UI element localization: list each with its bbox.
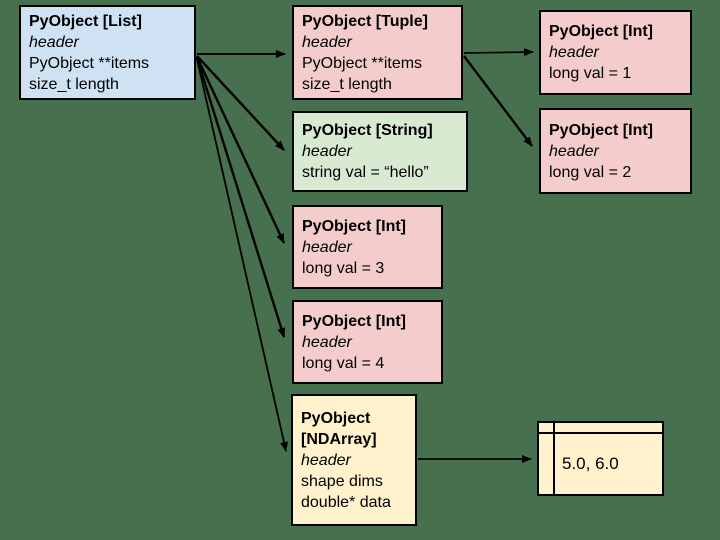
edge-list-to-string bbox=[196, 55, 285, 151]
node-title: PyObject [List] bbox=[29, 12, 142, 30]
edge-tuple-to-int2 bbox=[463, 55, 533, 147]
node-pyobject-int-3: PyObject [Int] header long val = 3 bbox=[292, 205, 443, 289]
edge-list-to-int4 bbox=[195, 57, 286, 338]
node-field-length: size_t length bbox=[302, 75, 392, 93]
edge-tuple-to-int1 bbox=[463, 48, 534, 57]
node-header-field: header bbox=[302, 333, 352, 351]
node-header-field: header bbox=[549, 44, 599, 61]
node-field-val: string val = “hello” bbox=[302, 164, 429, 181]
node-field-val: long val = 3 bbox=[302, 259, 385, 277]
node-header-field: header bbox=[302, 143, 352, 160]
node-title: PyObject [Int] bbox=[302, 217, 407, 235]
edge-list-to-ndarray bbox=[196, 58, 288, 452]
node-field-shape: shape dims bbox=[301, 472, 383, 490]
node-pyobject-int-2: PyObject [Int] header long val = 2 bbox=[539, 108, 692, 194]
node-header-field: header bbox=[29, 33, 79, 51]
node-header-field: header bbox=[301, 451, 351, 469]
node-title: PyObject [String] bbox=[302, 122, 433, 139]
node-array-data-cell: 5.0, 6.0 bbox=[537, 421, 664, 496]
node-pyobject-int-4: PyObject [Int] header long val = 4 bbox=[292, 300, 443, 384]
node-field-data: double* data bbox=[301, 493, 391, 511]
node-title: PyObject [Int] bbox=[549, 23, 654, 40]
node-pyobject-string: PyObject [String] header string val = “h… bbox=[292, 111, 468, 192]
node-title: PyObject [NDArray] bbox=[301, 409, 377, 448]
node-pyobject-int-1: PyObject [Int] header long val = 1 bbox=[539, 10, 692, 95]
edge-list-to-int3 bbox=[195, 56, 286, 244]
node-pyobject-list: PyObject [List] header PyObject **items … bbox=[19, 5, 196, 100]
node-title: PyObject [Int] bbox=[302, 312, 407, 330]
node-header-field: header bbox=[302, 33, 352, 51]
node-field-val: long val = 2 bbox=[549, 163, 632, 181]
node-title: PyObject [Int] bbox=[549, 121, 654, 139]
node-field-items: PyObject **items bbox=[29, 54, 150, 72]
node-field-length: size_t length bbox=[29, 75, 119, 93]
node-field-val: long val = 1 bbox=[549, 65, 632, 82]
node-field-items: PyObject **items bbox=[302, 54, 423, 72]
node-pyobject-ndarray: PyObject [NDArray] header shape dims dou… bbox=[291, 394, 417, 526]
node-field-val: long val = 4 bbox=[302, 354, 385, 372]
array-data-values: 5.0, 6.0 bbox=[562, 454, 619, 473]
cell-divider-vertical bbox=[553, 423, 555, 494]
node-header-field: header bbox=[302, 238, 352, 256]
node-header-field: header bbox=[549, 142, 599, 160]
cell-divider-horizontal bbox=[539, 432, 662, 434]
node-title: PyObject [Tuple] bbox=[302, 12, 428, 30]
node-pyobject-tuple: PyObject [Tuple] header PyObject **items… bbox=[292, 5, 463, 100]
